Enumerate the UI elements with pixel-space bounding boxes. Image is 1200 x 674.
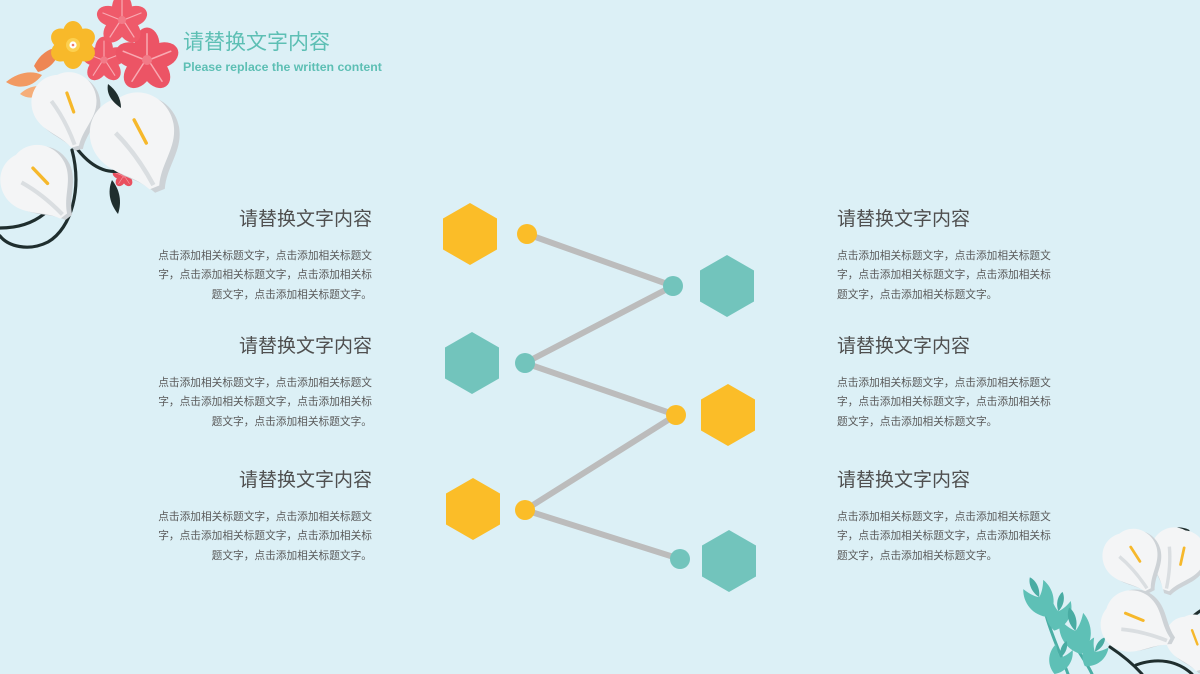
connector-line — [522, 231, 683, 562]
dark-leaves — [107, 84, 121, 214]
text-block-right-1: 请替换文字内容 点击添加相关标题文字，点击添加相关标题文字，点击添加相关标题文字… — [837, 207, 1053, 304]
connector-dot-4 — [666, 405, 686, 425]
calla-lily — [78, 81, 200, 207]
yellow-flower — [51, 21, 95, 69]
block-body: 点击添加相关标题文字，点击添加相关标题文字，点击添加相关标题文字，点击添加相关标… — [837, 249, 1051, 301]
calla-lily — [25, 66, 111, 158]
text-block-right-3: 请替换文字内容 点击添加相关标题文字，点击添加相关标题文字，点击添加相关标题文字… — [837, 468, 1053, 565]
block-body: 点击添加相关标题文字，点击添加相关标题文字，点击添加相关标题文字，点击添加相关标… — [158, 510, 372, 562]
calla-lily — [1160, 609, 1200, 674]
hexagon-node-4 — [701, 384, 755, 446]
hexagon-node-3 — [445, 332, 499, 394]
hexagon-node-1 — [443, 203, 497, 265]
page-subtitle: Please replace the written content — [183, 60, 382, 74]
connector-dot-2 — [663, 276, 683, 296]
hexagon-node-2 — [700, 255, 754, 317]
block-body: 点击添加相关标题文字，点击添加相关标题文字，点击添加相关标题文字，点击添加相关标… — [837, 510, 1051, 562]
block-body: 点击添加相关标题文字，点击添加相关标题文字，点击添加相关标题文字，点击添加相关标… — [158, 249, 372, 301]
block-title: 请替换文字内容 — [837, 469, 971, 491]
page-title: 请替换文字内容 — [183, 30, 330, 54]
calla-lily — [0, 133, 96, 239]
hexagon-node-5 — [446, 478, 500, 540]
connector-dot-1 — [517, 224, 537, 244]
calla-lily — [1139, 521, 1200, 603]
block-title: 请替换文字内容 — [238, 335, 372, 357]
text-block-right-2: 请替换文字内容 点击添加相关标题文字，点击添加相关标题文字，点击添加相关标题文字… — [837, 334, 1053, 431]
block-title: 请替换文字内容 — [238, 208, 372, 230]
hexagon-node-6 — [702, 530, 756, 592]
block-title: 请替换文字内容 — [837, 335, 971, 357]
connector-dot-5 — [515, 500, 535, 520]
block-title: 请替换文字内容 — [238, 469, 372, 491]
connector-dot-6 — [670, 549, 690, 569]
connector-dot-3 — [515, 353, 535, 373]
block-title: 请替换文字内容 — [837, 208, 971, 230]
floral-decoration-bottom-right — [1017, 520, 1200, 674]
block-body: 点击添加相关标题文字，点击添加相关标题文字，点击添加相关标题文字，点击添加相关标… — [837, 376, 1051, 428]
teal-flowers — [1017, 571, 1115, 674]
text-block-left-1: 请替换文字内容 点击添加相关标题文字，点击添加相关标题文字，点击添加相关标题文字… — [156, 207, 372, 304]
text-block-left-2: 请替换文字内容 点击添加相关标题文字，点击添加相关标题文字，点击添加相关标题文字… — [156, 334, 372, 431]
calla-lily — [1094, 520, 1177, 605]
block-body: 点击添加相关标题文字，点击添加相关标题文字，点击添加相关标题文字，点击添加相关标… — [158, 376, 372, 428]
text-block-left-3: 请替换文字内容 点击添加相关标题文字，点击添加相关标题文字，点击添加相关标题文字… — [156, 468, 372, 565]
calla-lily — [1091, 580, 1188, 669]
floral-decoration-top-left — [0, 0, 200, 249]
